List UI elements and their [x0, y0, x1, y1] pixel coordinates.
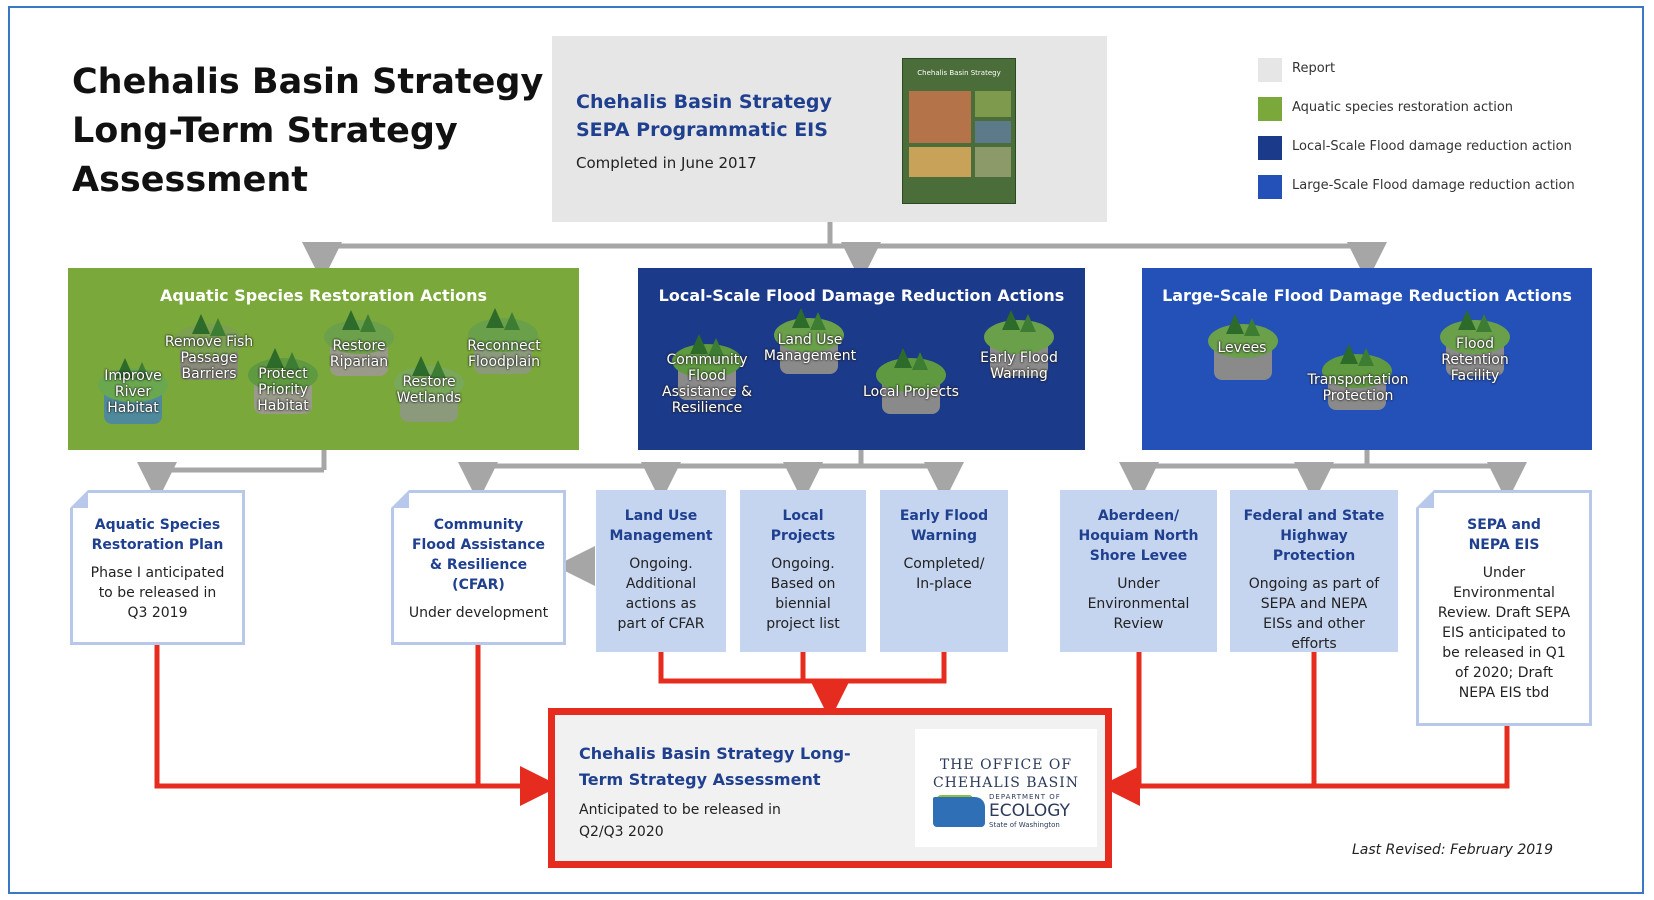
flood-retention-facility-icon — [1440, 310, 1510, 380]
transportation-protection-icon — [1322, 344, 1392, 414]
final-subtitle: Anticipated to be released in Q2/Q3 2020 — [579, 802, 781, 840]
levees-icon — [1208, 314, 1278, 384]
cover-title: Chehalis Basin Strategy — [917, 69, 1001, 77]
sub-description: Under development — [408, 605, 549, 621]
diagram-frame — [8, 6, 1644, 894]
legend-swatch — [1258, 97, 1282, 121]
community-flood-assistance-icon — [672, 334, 742, 404]
restore-wetlands-icon — [394, 356, 464, 426]
red-line-sepa-nepa — [1100, 726, 1510, 806]
eis-title: Chehalis Basin Strategy SEPA Programmati… — [576, 88, 832, 144]
eis-subtitle: Completed in June 2017 — [576, 154, 757, 172]
local-actions-box: Local-Scale Flood Damage Reduction Actio… — [638, 268, 1085, 450]
long-term-assessment-box: Chehalis Basin Strategy Long- Term Strat… — [548, 708, 1112, 868]
title-line: Long-Term Strategy — [72, 111, 458, 151]
title-line: Chehalis Basin Strategy — [72, 62, 544, 102]
legend-label: Report — [1292, 61, 1336, 76]
improve-river-habitat-icon — [98, 358, 168, 428]
final-title: Chehalis Basin Strategy Long- Term Strat… — [579, 744, 851, 789]
reconnect-floodplain-icon — [468, 308, 538, 378]
red-line-aquatic-plan — [154, 645, 560, 806]
aquatic-actions-title: Aquatic Species Restoration Actions — [160, 286, 487, 305]
legend-label: Aquatic species restoration action — [1292, 100, 1514, 115]
legend-label: Local-Scale Flood damage reduction actio… — [1292, 139, 1572, 154]
early-flood-warning-icon — [984, 310, 1054, 380]
land-use-management-icon — [774, 308, 844, 378]
local-projects-icon — [876, 348, 946, 418]
last-revised-note: Last Revised: February 2019 — [1352, 842, 1553, 858]
legend-swatch — [1258, 136, 1282, 160]
washington-map-icon — [933, 797, 985, 827]
remove-fish-barriers-icon — [174, 314, 244, 384]
protect-priority-habitat-icon — [248, 348, 318, 418]
aquatic-actions-box: Aquatic Species Restoration Actions Impr… — [68, 268, 579, 450]
large-actions-box: Large-Scale Flood Damage Reduction Actio… — [1142, 268, 1592, 450]
eis-title-line: Chehalis Basin Strategy — [576, 91, 832, 113]
eis-cover-image: Chehalis Basin Strategy — [902, 58, 1016, 204]
office-chehalis-basin-logo: THE OFFICE OF CHEHALIS BASIN DEPARTMENT … — [915, 729, 1097, 847]
eis-title-line: SEPA Programmatic EIS — [576, 119, 828, 141]
restore-riparian-icon — [324, 310, 394, 380]
large-actions-title: Large-Scale Flood Damage Reduction Actio… — [1162, 286, 1572, 305]
title-line: Assessment — [72, 160, 309, 200]
legend-swatch — [1258, 175, 1282, 199]
page-title: Chehalis Basin Strategy Long-Term Strate… — [72, 58, 543, 205]
sub-description: Completed/In-place — [903, 556, 985, 592]
hex-label: Local Projects — [863, 384, 959, 400]
legend-swatch — [1258, 58, 1282, 82]
eis-report-box: Chehalis Basin Strategy SEPA Programmati… — [552, 36, 1107, 222]
local-actions-title: Local-Scale Flood Damage Reduction Actio… — [658, 286, 1065, 305]
hex-label: Levees — [1217, 340, 1267, 356]
legend-label: Large-Scale Flood damage reduction actio… — [1292, 178, 1575, 193]
